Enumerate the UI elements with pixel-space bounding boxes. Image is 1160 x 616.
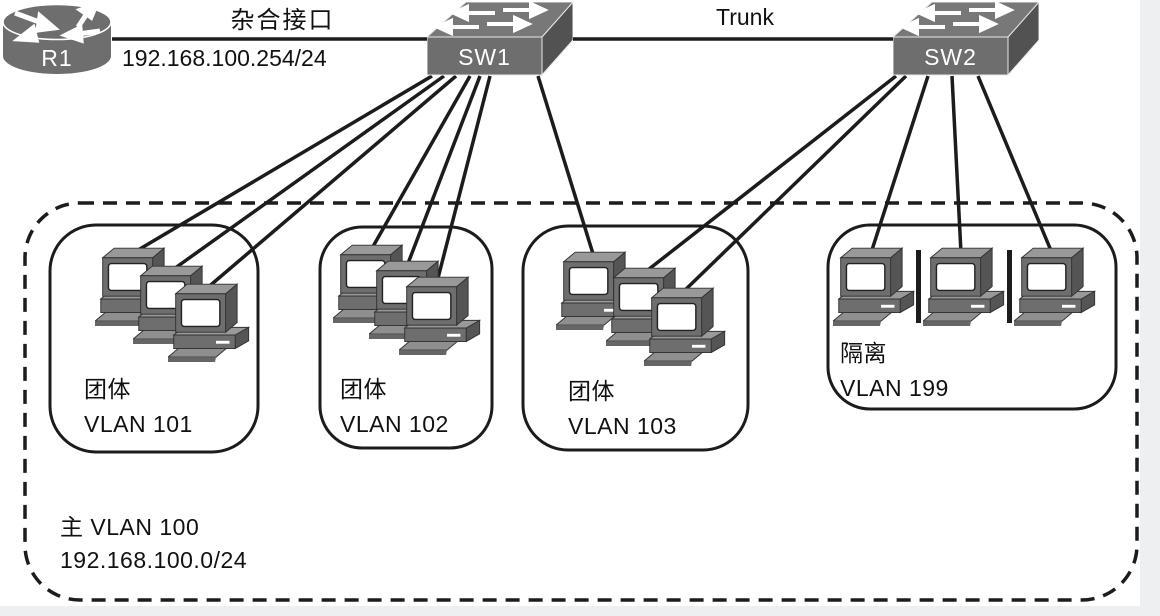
vlan103-label: 团体 VLAN 103 xyxy=(568,374,677,444)
vlan199-type: 隔离 xyxy=(840,340,887,366)
cable-sw1-vlan101-pc3 xyxy=(204,74,458,291)
page-margin-right xyxy=(1140,0,1160,616)
switch2-label: SW2 xyxy=(924,43,977,70)
pc-icon xyxy=(923,246,1019,331)
primary-vlan-name: 主 VLAN 100 xyxy=(60,514,200,540)
vlan103-boundary xyxy=(521,224,750,452)
isolation-separator xyxy=(1007,250,1012,323)
vlan102-id: VLAN 102 xyxy=(340,411,449,437)
vlan101-boundary xyxy=(48,223,260,454)
cable-sw1-vlan101-pc2 xyxy=(169,74,446,273)
page-margin-bottom xyxy=(0,606,1160,616)
vlan102-label: 团体 VLAN 102 xyxy=(340,372,449,442)
pc-icon xyxy=(399,275,495,360)
cable-sw1-vlan102-pc3 xyxy=(435,75,492,283)
vlan103-id: VLAN 103 xyxy=(568,413,677,439)
router-ip-label: 192.168.100.254/24 xyxy=(122,45,327,71)
primary-vlan-label: 主 VLAN 100 192.168.100.0/24 xyxy=(60,511,247,577)
pc-icon xyxy=(1014,246,1110,331)
vlan199-label: 隔离 VLAN 199 xyxy=(840,336,949,406)
cable-sw1-vlan101-pc1 xyxy=(132,74,433,255)
isolation-separator xyxy=(916,250,921,323)
cable-sw2-vlan199-pc3 xyxy=(976,75,1054,254)
vlan199-boundary xyxy=(826,223,1118,411)
trunk-label: Trunk xyxy=(716,4,774,30)
vlan101-label: 团体 VLAN 101 xyxy=(84,372,193,442)
cable-sw1-vlan102-pc2 xyxy=(405,75,482,267)
cable-sw1-vlan102-pc1 xyxy=(369,75,472,251)
primary-vlan-boundary xyxy=(23,201,1139,602)
pc-icon xyxy=(168,282,264,367)
cable-sw1-vlan103-pc1 xyxy=(536,75,596,258)
pc-icon xyxy=(644,286,740,371)
cable-sw2-vlan103-pc2 xyxy=(642,74,898,275)
vlan199-id: VLAN 199 xyxy=(840,375,949,401)
vlan103-type: 团体 xyxy=(568,378,615,404)
vlan102-type: 团体 xyxy=(340,376,387,402)
pc-icon xyxy=(833,246,929,331)
router-label: R1 xyxy=(41,44,73,71)
promiscuous-port-label: 杂合接口 xyxy=(230,7,335,34)
cable-sw2-vlan103-pc3 xyxy=(680,74,908,295)
primary-vlan-subnet: 192.168.100.0/24 xyxy=(60,547,248,573)
switch1-label: SW1 xyxy=(458,43,511,70)
vlan101-type: 团体 xyxy=(84,376,131,402)
cable-sw2-vlan199-pc2 xyxy=(950,75,963,254)
cable-sw2-vlan199-pc1 xyxy=(869,75,930,254)
vlan101-id: VLAN 101 xyxy=(84,411,193,437)
vlan102-boundary xyxy=(318,225,494,450)
